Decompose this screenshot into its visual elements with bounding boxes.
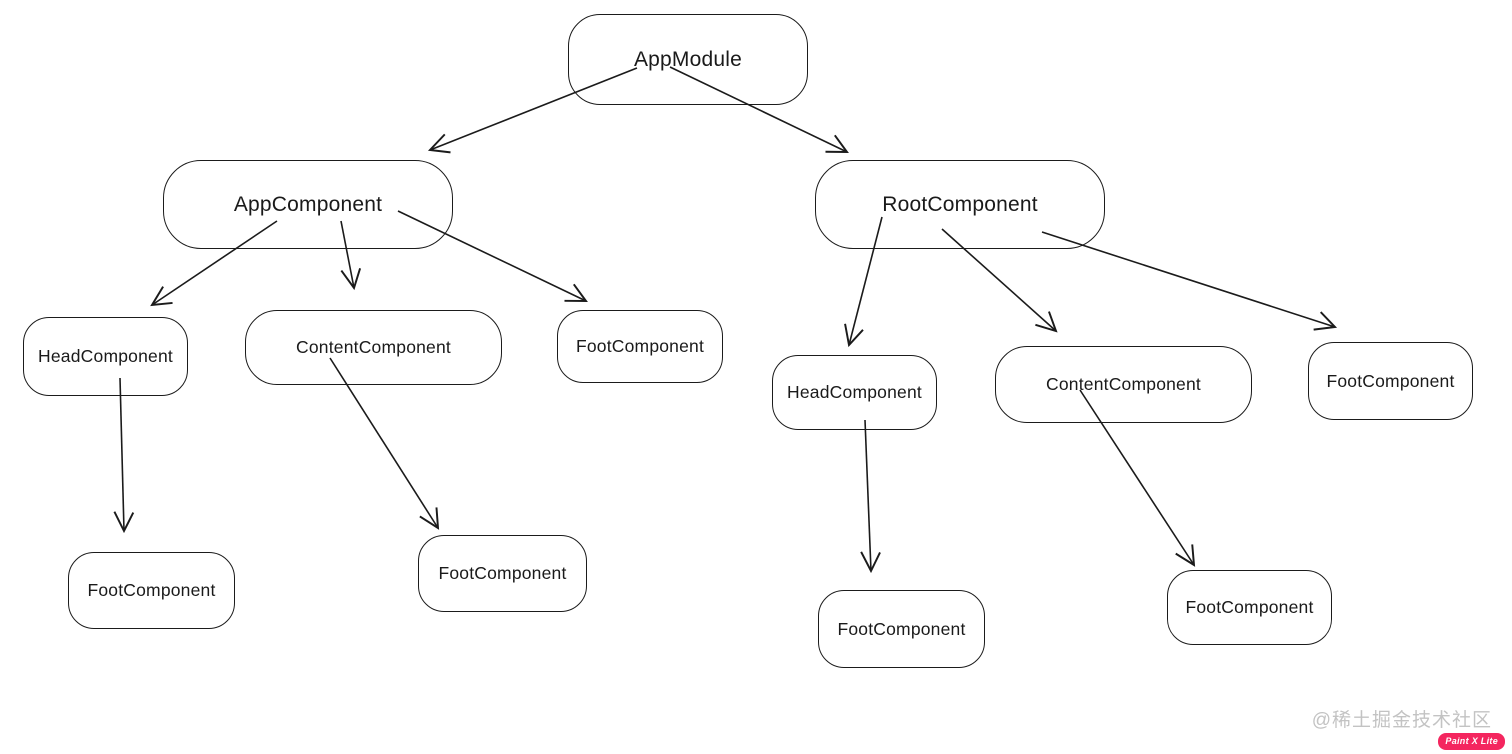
watermark-text: @稀土掘金技术社区 — [1311, 710, 1492, 731]
node-label: AppComponent — [233, 192, 383, 216]
paint-x-lite-badge: Paint X Lite — [1438, 733, 1505, 750]
node-label: FootComponent — [1326, 370, 1455, 391]
node-label: FootComponent — [575, 336, 705, 356]
node-foot-component-left: FootComponent — [557, 310, 723, 383]
edge-head-component-right-to-foot-component-br1 — [860, 419, 881, 574]
node-label: ContentComponent — [1046, 374, 1201, 394]
node-label: ContentComponent — [296, 337, 451, 357]
node-label: FootComponent — [87, 580, 216, 600]
node-label: FootComponent — [837, 618, 966, 639]
node-foot-component-br2: FootComponent — [1167, 570, 1332, 645]
node-foot-component-br1: FootComponent — [818, 590, 985, 668]
node-app-component: AppComponent — [163, 160, 453, 249]
edge-root-component-to-foot-component-right — [1041, 231, 1338, 331]
node-label: RootComponent — [882, 192, 1038, 216]
node-label: HeadComponent — [38, 346, 173, 366]
node-label: HeadComponent — [787, 382, 922, 402]
node-foot-component-bl2: FootComponent — [418, 535, 587, 612]
node-root-component: RootComponent — [815, 160, 1105, 249]
node-label: FootComponent — [1185, 597, 1314, 617]
node-content-component-left: ContentComponent — [245, 310, 502, 385]
node-head-component-left: HeadComponent — [23, 317, 188, 396]
node-label: AppModule — [633, 47, 743, 71]
edge-head-component-left-to-foot-component-bl1 — [113, 377, 135, 534]
node-foot-component-right: FootComponent — [1308, 342, 1473, 420]
node-app-module: AppModule — [568, 14, 808, 105]
node-head-component-right: HeadComponent — [772, 355, 937, 430]
watermark: @稀土掘金技术社区 Paint X Lite — [1311, 710, 1505, 750]
node-content-component-right: ContentComponent — [995, 346, 1252, 423]
node-label: FootComponent — [438, 563, 567, 583]
node-foot-component-bl1: FootComponent — [68, 552, 235, 629]
